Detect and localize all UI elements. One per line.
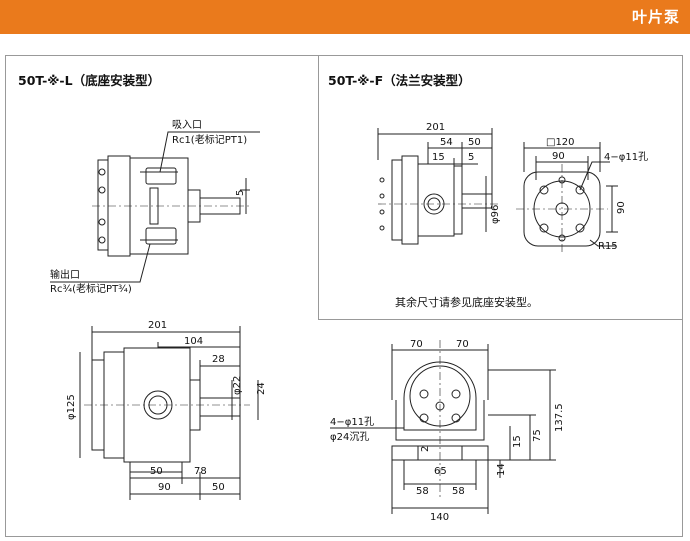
- dim-front-75: 75: [532, 429, 543, 442]
- dim-f-90h: 90: [552, 151, 565, 162]
- dim-front-15: 15: [512, 435, 523, 448]
- dim-phi125: φ125: [66, 394, 77, 420]
- drawing-frame: [5, 55, 683, 537]
- outlet-label: 输出口: [50, 268, 80, 281]
- foot-mount-side-view: [79, 326, 259, 500]
- flange-note: 其余尺寸请参见底座安装型。: [395, 296, 538, 309]
- dim-front-70a: 70: [410, 339, 423, 350]
- dim-front-137: 137.5: [554, 403, 565, 432]
- dim-f-201: 201: [426, 122, 445, 133]
- outlet-spec: Rc¾(老标记PT¾): [50, 282, 132, 295]
- dim-front-58b: 58: [452, 486, 465, 497]
- dim-base-50b: 50: [212, 482, 225, 493]
- dim-24: 24: [256, 382, 267, 395]
- dim-front-cbore: φ24沉孔: [330, 430, 369, 443]
- dim-front-65: 65: [434, 466, 447, 477]
- dim-f-90v: 90: [616, 201, 627, 214]
- dim-28: 28: [212, 354, 225, 365]
- foot-mount-top-view: [50, 131, 260, 283]
- dim-front-2: 2: [420, 446, 431, 452]
- dim-f-r15: R15: [598, 241, 618, 252]
- dim-base-90: 90: [158, 482, 171, 493]
- dim-phi22: φ22: [232, 376, 243, 395]
- dim-base-50a: 50: [150, 466, 163, 477]
- inlet-spec: Rc1(老标记PT1): [172, 133, 247, 146]
- dim-f-50: 50: [468, 137, 481, 148]
- dim-f-square: □120: [546, 137, 575, 148]
- flange-side-view: [377, 128, 500, 245]
- dim-f-holes: 4−φ11孔: [604, 151, 648, 163]
- dim-front-holes: 4−φ11孔: [330, 416, 374, 428]
- dim-104: 104: [184, 336, 203, 347]
- foot-mount-title: 50T-※-L（底座安装型）: [18, 73, 161, 88]
- dim-f-54: 54: [440, 137, 453, 148]
- foot-mount-front-view: [330, 340, 556, 514]
- dim-f-15: 15: [432, 152, 445, 163]
- dim-keyway: 5: [235, 190, 246, 196]
- dim-f-5: 5: [468, 152, 474, 163]
- header-bar: 叶片泵: [0, 0, 690, 34]
- flange-panel: [318, 55, 683, 320]
- inlet-label: 吸入口: [172, 120, 202, 131]
- dim-f-phi96: φ96: [490, 205, 501, 224]
- dim-front-70b: 70: [456, 339, 469, 350]
- dim-front-140: 140: [430, 512, 449, 523]
- flange-front-view: [516, 142, 618, 254]
- dim-201: 201: [148, 320, 167, 331]
- dim-base-78: 78: [194, 466, 207, 477]
- flange-mount-title: 50T-※-F（法兰安装型）: [328, 73, 471, 88]
- dim-front-58a: 58: [416, 486, 429, 497]
- header-title: 叶片泵: [631, 8, 680, 26]
- dim-front-14: 14: [496, 463, 507, 476]
